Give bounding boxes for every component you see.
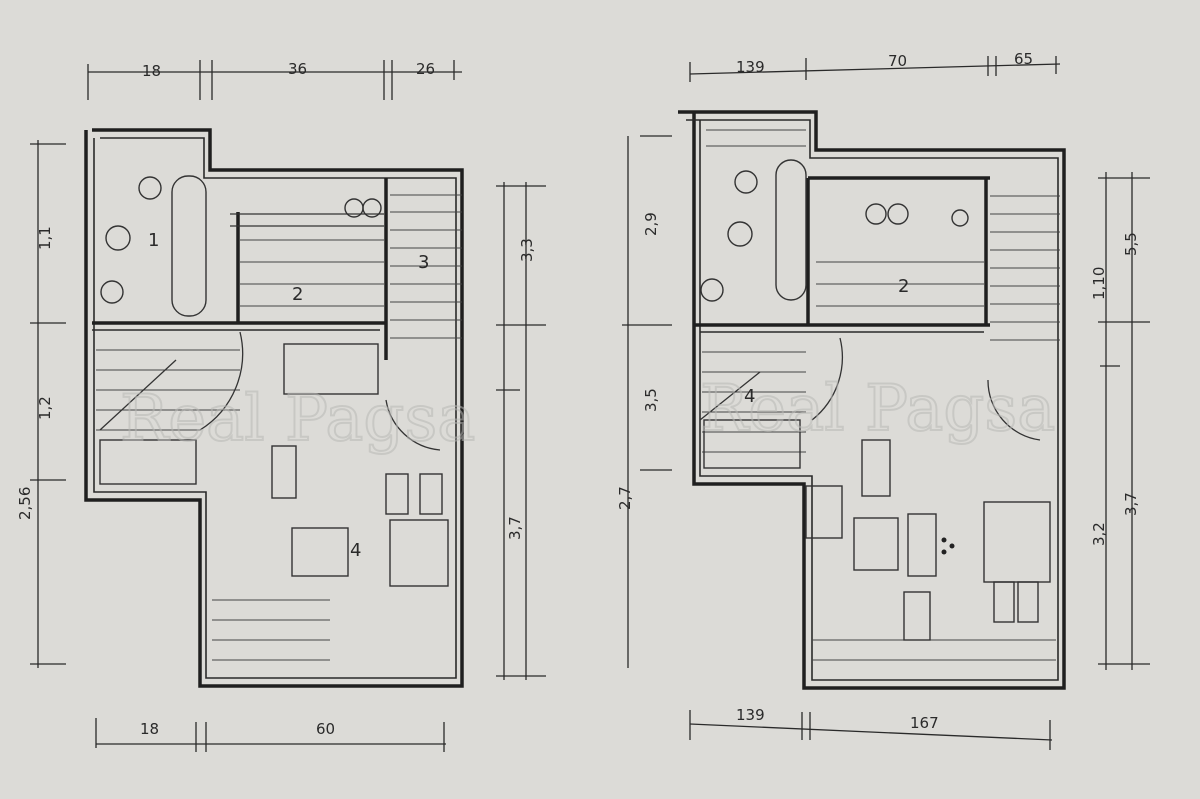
right-bottom-dim-2: 167: [910, 714, 939, 732]
left-bottom-dimension-line: 18 60: [95, 718, 446, 752]
chair-icon: [1017, 581, 1039, 623]
desk-icon: [903, 591, 931, 641]
right-room-4: 4: [744, 386, 755, 407]
sofa-icon: [389, 519, 449, 587]
bathtub-icon: [775, 159, 807, 301]
chair-icon: [385, 473, 409, 515]
left-right-dim-2: 3,7: [506, 516, 524, 540]
left-side-dimension-line: 1,1 1,2 2,56: [16, 140, 66, 668]
left-walls: [84, 128, 464, 688]
right-floor-plan: 139 70 65 2,9 3,5 2,7 1,10 3,2 5,5 3,7: [616, 50, 1150, 750]
right-hatched-areas: [702, 129, 1060, 661]
left-room-1: 1: [148, 230, 159, 251]
washbasin-icon: [700, 278, 724, 302]
left-top-dim-3: 26: [416, 60, 435, 78]
left-room-3: 3: [418, 252, 429, 273]
cabinet-icon: [861, 439, 891, 497]
left-room-4: 4: [350, 540, 361, 561]
watermark: Real Pagsa: [120, 382, 475, 456]
shelf-icon: [805, 485, 843, 539]
right-right-dim-1: 1,10: [1090, 267, 1108, 300]
right-right-dim-3: 5,5: [1122, 232, 1140, 256]
desk-icon: [283, 343, 379, 395]
left-side-dim-3: 2,56: [16, 487, 34, 520]
left-right-dim-1: 3,3: [518, 238, 536, 262]
left-top-dim-1: 18: [142, 62, 161, 80]
right-top-dim-2: 70: [888, 52, 907, 70]
right-outer-dimension-line: 1,10 3,2 5,5 3,7: [1090, 172, 1150, 670]
table-icon: [853, 517, 899, 571]
chair-icon: [907, 513, 937, 577]
right-right-dim-2: 3,2: [1090, 522, 1108, 546]
left-room-2: 2: [292, 284, 303, 305]
left-fixtures: [99, 175, 449, 587]
toilet-icon: [105, 225, 131, 251]
left-hatched-areas: [96, 194, 462, 661]
right-right-dim-4: 3,7: [1122, 492, 1140, 516]
right-top-dim-1: 139: [736, 58, 765, 76]
right-top-dim-3: 65: [1014, 50, 1033, 68]
sofa-icon: [983, 501, 1051, 583]
left-bottom-dim-1: 18: [140, 720, 159, 738]
right-bottom-dim-1: 139: [736, 706, 765, 724]
left-side-dim-2: 1,2: [36, 396, 54, 420]
watermark-right: Real Pagsa: [700, 372, 1055, 446]
bathtub-icon: [171, 175, 207, 317]
chair-icon: [993, 581, 1015, 623]
right-room-2: 2: [898, 276, 909, 297]
right-walls: [678, 110, 1066, 690]
right-side-dim-3: 2,7: [616, 486, 634, 510]
right-fixtures: [699, 159, 1051, 641]
right-side-dim-1: 2,9: [642, 212, 660, 236]
table-icon: [291, 527, 349, 577]
bed-icon: [703, 419, 801, 469]
left-floor-plan: 18 36 26 1,1 1,2 2,56 3,3 3,7: [16, 60, 546, 752]
chair-icon: [419, 473, 443, 515]
washbasin-icon: [100, 280, 124, 304]
right-side-dimension-line: 2,9 3,5 2,7: [616, 135, 672, 668]
stove-icon: [362, 198, 382, 218]
sink-icon: [138, 176, 162, 200]
left-top-dimension-line: 18 36 26: [87, 60, 462, 100]
left-bottom-dim-2: 60: [316, 720, 335, 738]
stove-icon: [951, 209, 969, 227]
left-top-dim-2: 36: [288, 60, 307, 78]
right-top-dimension-line: 139 70 65: [689, 50, 1061, 82]
left-side-dim-1: 1,1: [36, 226, 54, 250]
stove-icon: [887, 203, 909, 225]
cabinet-icon: [271, 445, 297, 499]
left-inner-dimension-line: 3,3 3,7: [496, 182, 546, 680]
right-bottom-dimension-line: 139 167: [689, 706, 1053, 750]
toilet-icon: [727, 221, 753, 247]
sink-icon: [734, 170, 758, 194]
right-side-dim-2: 3,5: [642, 388, 660, 412]
stove-icon: [865, 203, 887, 225]
bed-icon: [99, 439, 197, 485]
